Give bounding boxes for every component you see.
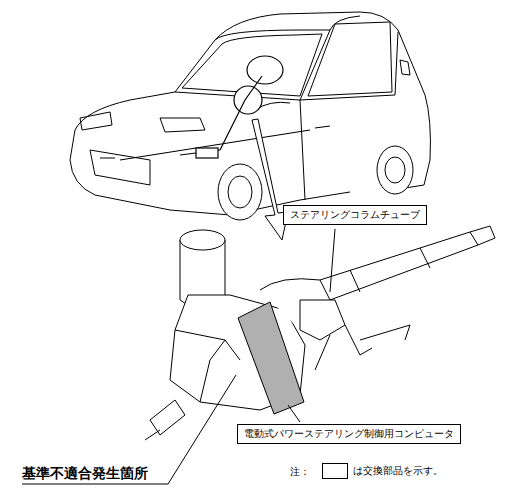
ecu-part bbox=[238, 302, 304, 414]
legend-swatch bbox=[322, 463, 348, 479]
note-label: 注： bbox=[290, 465, 310, 479]
leader-line bbox=[288, 405, 300, 422]
leader-line bbox=[330, 229, 335, 292]
leader-line bbox=[22, 375, 236, 484]
label-box: 電動式パワーステアリング制御用コンピュータ bbox=[237, 424, 461, 444]
steering-system bbox=[100, 56, 330, 160]
label-box: ステアリングコラムチューブ bbox=[283, 205, 427, 225]
box-text: ステアリングコラムチューブ bbox=[290, 209, 420, 220]
car-drawing bbox=[70, 12, 430, 220]
legend-text: は交換部品を示す。 bbox=[353, 464, 443, 478]
defect-location-label: 基準不適合発生箇所 bbox=[22, 465, 148, 483]
legend-entry: は交換部品を示す。 bbox=[322, 463, 443, 479]
box-text: 電動式パワーステアリング制御用コンピュータ bbox=[244, 428, 454, 439]
steering-column-assembly bbox=[145, 226, 495, 440]
